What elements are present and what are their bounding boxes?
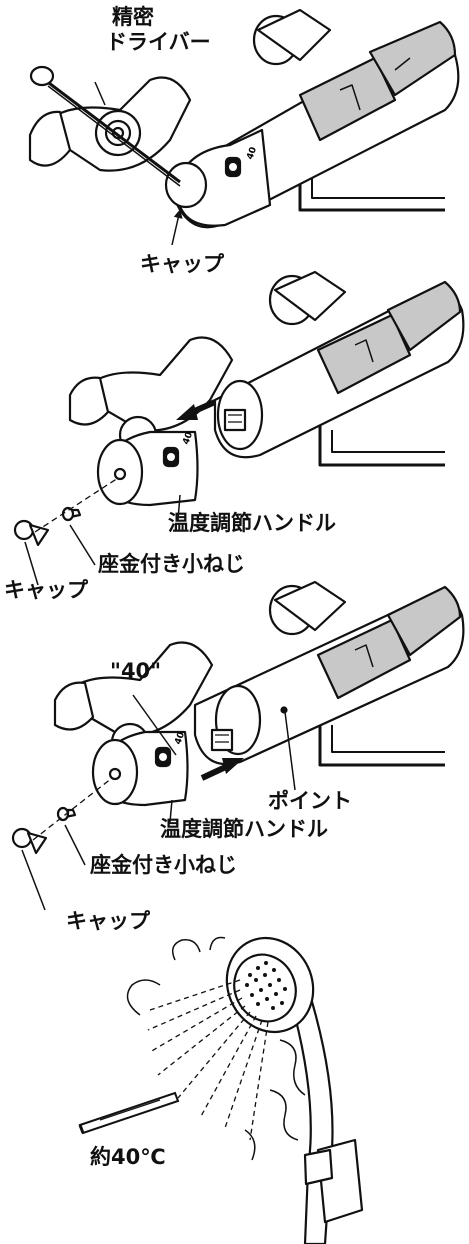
step1-illustration — [28, 8, 460, 246]
thermometer-label: 約40℃ — [90, 1145, 166, 1169]
step3-illustration — [11, 580, 465, 911]
step2-cap-label: キャップ — [4, 578, 88, 602]
screwdriver-label-line2: ドライバー — [106, 30, 211, 54]
step1-dial-mark: 40 — [245, 146, 259, 161]
thermometer-icon — [78, 1091, 180, 1135]
step2-dial-mark: 40 — [181, 431, 195, 446]
step2-illustration — [13, 270, 465, 586]
step2-handle-label: 温度調節ハンドル — [168, 511, 336, 535]
screwdriver-label-line1: 精密 — [112, 5, 154, 29]
arrow-right-icon — [200, 758, 244, 781]
step3-handle-label: 温度調節ハンドル — [160, 817, 328, 841]
water-spray — [147, 979, 269, 1141]
step3-cap-label: キャップ — [66, 909, 150, 933]
step3-point-label: ポイント — [268, 789, 352, 813]
arrow-left-icon — [176, 399, 217, 420]
step1-cap-label: キャップ — [140, 252, 224, 276]
step3-dial-mark: 40 — [173, 731, 187, 746]
step2-screw-label: 座金付き小ねじ — [98, 552, 245, 576]
step3-mark-label: "40" — [110, 659, 162, 683]
shower-head-icon — [225, 936, 364, 1244]
steam-curls — [126, 936, 306, 1161]
step3-screw-label: 座金付き小ねじ — [90, 853, 237, 877]
